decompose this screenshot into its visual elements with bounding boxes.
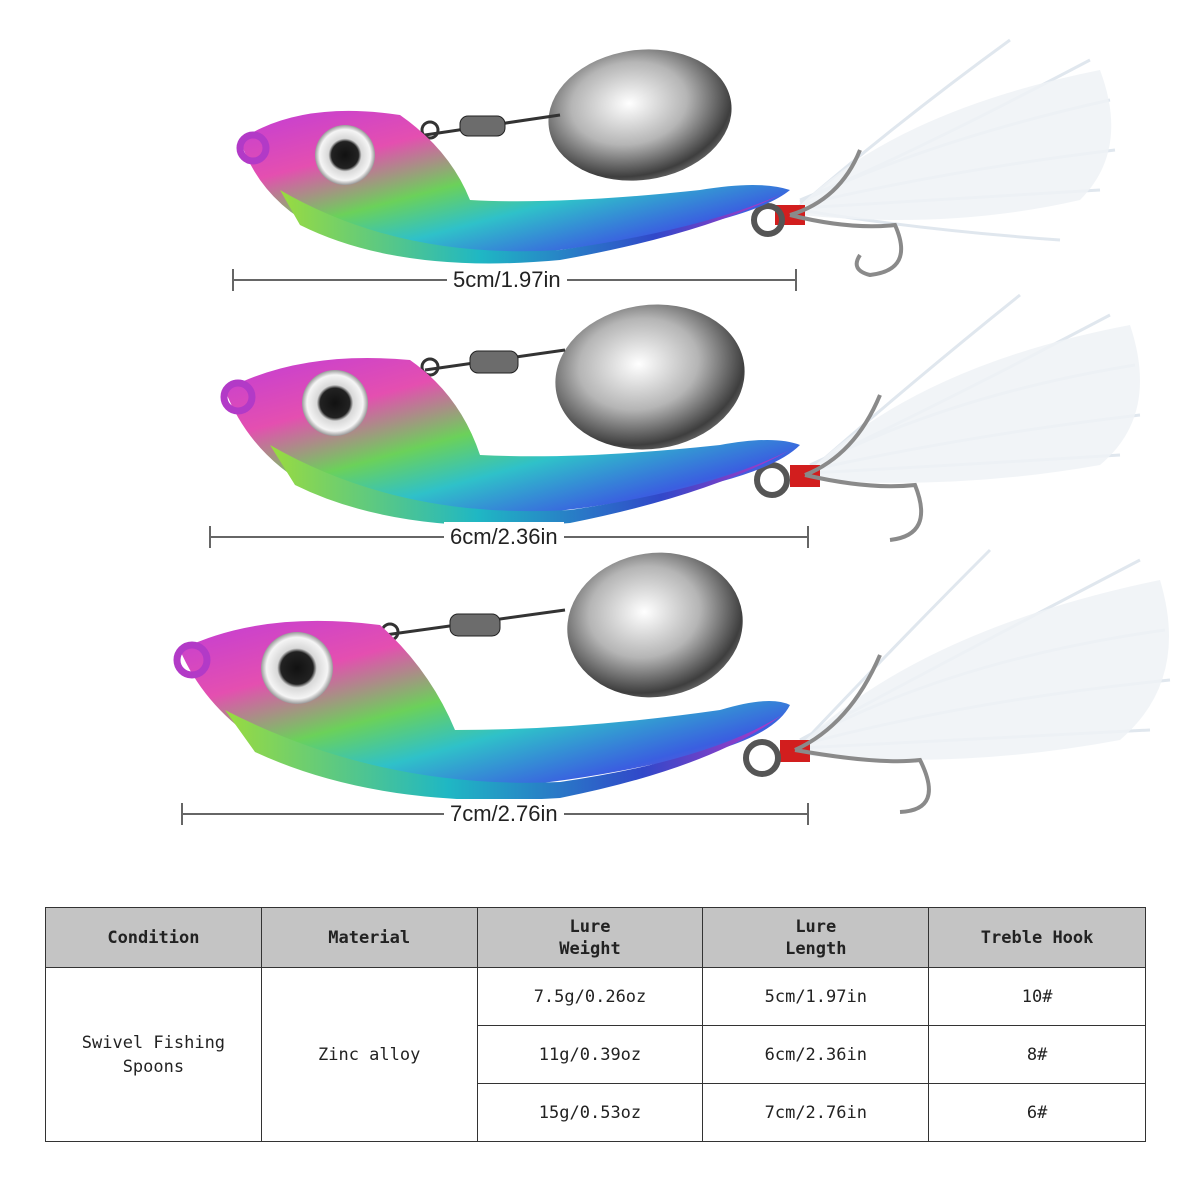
swivel-icon — [420, 113, 561, 140]
split-ring-icon — [754, 462, 790, 498]
hook-cell: 8# — [928, 1025, 1146, 1084]
material-cell: Zinc alloy — [260, 967, 478, 1142]
spinner-blade-icon — [567, 552, 743, 698]
header-condition: Condition — [45, 907, 262, 968]
lure-5cm — [236, 38, 1116, 278]
dimension-7cm: 7cm/2.76in — [181, 799, 809, 829]
swivel-icon — [380, 608, 566, 642]
dimension-label: 5cm/1.97in — [447, 265, 567, 295]
split-ring-icon — [751, 203, 785, 237]
dimension-6cm: 6cm/2.36in — [209, 522, 809, 552]
length-cell: 6cm/2.36in — [702, 1025, 930, 1084]
length-cell: 5cm/1.97in — [702, 967, 930, 1026]
tie-eye-icon — [173, 641, 211, 679]
length-cell: 7cm/2.76in — [702, 1083, 930, 1142]
treble-hook-icon — [794, 654, 931, 814]
lure-7cm — [173, 548, 1171, 814]
lure-body — [240, 110, 790, 257]
header-material: Material — [260, 907, 478, 968]
lure-body — [225, 358, 800, 517]
treble-hook-icon — [789, 149, 904, 278]
tie-eye-icon — [236, 131, 270, 165]
hook-cell: 6# — [928, 1083, 1146, 1142]
table-row: 15g/0.53oz 7cm/2.76in 6# — [46, 1083, 1146, 1142]
spec-table: Condition Material Lure Weight Lure Leng… — [45, 907, 1146, 1142]
weight-cell: 11g/0.39oz — [476, 1025, 704, 1084]
dimension-label: 6cm/2.36in — [444, 522, 564, 552]
lure-eye-icon — [302, 370, 368, 436]
dimension-label: 7cm/2.76in — [444, 799, 564, 829]
lure-belly — [280, 190, 780, 264]
table-row: 11g/0.39oz 6cm/2.36in 8# — [46, 1025, 1146, 1084]
header-treble-hook: Treble Hook — [928, 907, 1146, 968]
table-header-row: Condition Material Lure Weight Lure Leng… — [45, 907, 1146, 968]
table-row: Swivel Fishing Spoons Zinc alloy 7.5g/0.… — [45, 967, 1146, 1142]
lure-eye-icon — [261, 632, 333, 704]
header-lure-weight: Lure Weight — [476, 907, 704, 968]
treble-hook-icon — [804, 394, 924, 542]
weight-cell: 15g/0.53oz — [476, 1083, 704, 1142]
spinner-blade-icon — [555, 304, 745, 450]
feather-icon — [800, 580, 1169, 760]
split-ring-icon — [743, 739, 781, 777]
swivel-icon — [420, 348, 566, 377]
lure-6cm — [220, 293, 1141, 542]
dimension-5cm: 5cm/1.97in — [232, 265, 797, 295]
spinner-blade-icon — [548, 49, 732, 181]
condition-cell: Swivel Fishing Spoons — [45, 967, 262, 1142]
lure-belly — [270, 445, 790, 526]
feather-icon — [800, 70, 1112, 220]
hook-cell: 10# — [928, 967, 1146, 1026]
feather-icon — [810, 325, 1140, 483]
header-lure-length: Lure Length — [702, 907, 930, 968]
weight-cell: 7.5g/0.26oz — [476, 967, 704, 1026]
tie-eye-icon — [220, 379, 256, 415]
lure-eye-icon — [315, 125, 375, 185]
lure-belly — [225, 710, 782, 801]
